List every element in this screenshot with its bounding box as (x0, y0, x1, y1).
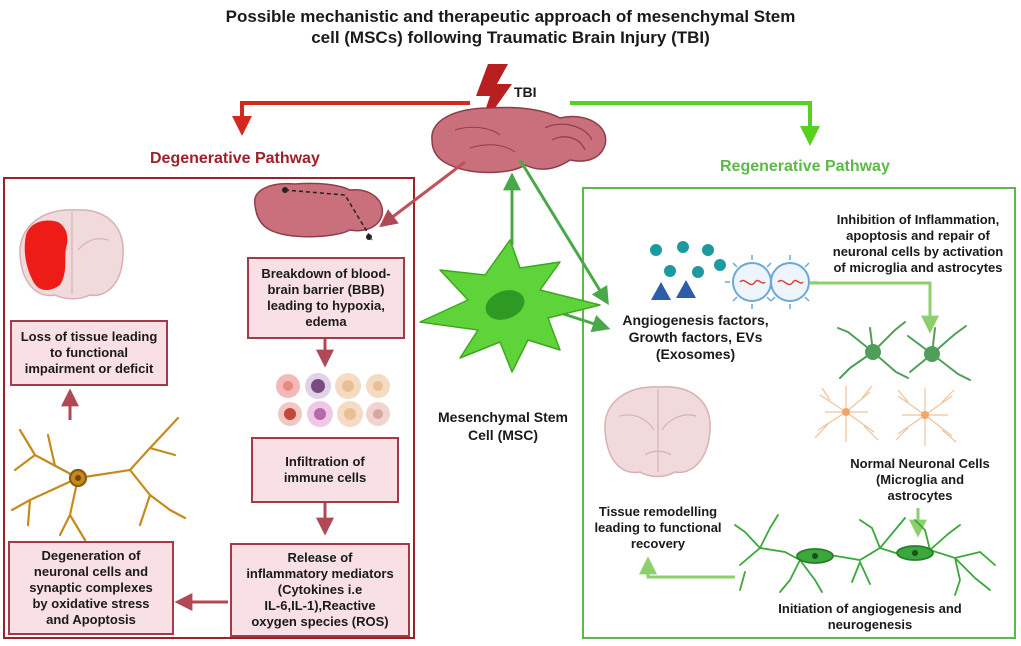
initiation-line-1: Initiation of angiogenesis and (778, 601, 962, 616)
immune-infiltration-box: Infiltration of immune cells (251, 437, 399, 503)
degeneration-line-2: neuronal cells and (33, 564, 149, 579)
mediators-line-1: Release of (287, 550, 353, 565)
immune-cells-icon (276, 373, 390, 427)
title-line-1: Possible mechanistic and therapeutic app… (225, 7, 796, 26)
bbb-line-2: brain barrier (BBB) (267, 282, 385, 297)
bbb-line-1: Breakdown of blood- (261, 266, 391, 281)
astrocyte-icon-1 (814, 385, 879, 442)
astrocyte-icon-2 (895, 388, 957, 446)
degeneration-line-1: Degeneration of (41, 548, 141, 563)
diagram-title: Possible mechanistic and therapeutic app… (0, 6, 1021, 48)
injured-brain-icon (431, 106, 607, 174)
remodel-line-2: leading to functional (594, 520, 722, 535)
arrow-exosomes-to-glia (810, 281, 939, 334)
healthy-brain-icon (604, 386, 711, 478)
mediators-line-4: IL-6,IL-1),Reactive (264, 598, 376, 613)
inhibition-line-1: Inhibition of Inflammation, (836, 212, 1000, 227)
arrow-brain-to-factors (518, 159, 609, 306)
bbb-brain-icon (254, 182, 384, 241)
inhibition-line-4: of microglia and astrocytes (833, 260, 1003, 275)
degeneration-line-5: and Apoptosis (46, 612, 136, 627)
mediators-line-5: oxygen species (ROS) (251, 614, 389, 629)
mediators-line-2: inflammatory mediators (246, 566, 394, 581)
mediators-line-3: (Cytokines i.e (277, 582, 363, 597)
degenerating-neuron-icon (10, 416, 187, 542)
remodel-label: Tissue remodelling leading to functional… (588, 504, 728, 552)
degeneration-line-4: by oxidative stress (32, 596, 150, 611)
msc-line-1: Mesenchymal Stem (438, 409, 568, 425)
bbb-line-3: leading to hypoxia, (267, 298, 385, 313)
arrow-initiation-to-remodel (639, 556, 735, 579)
immune-line-2: immune cells (283, 470, 367, 485)
mediators-box: Release of inflammatory mediators (Cytok… (230, 543, 410, 637)
factors-line-3: (Exosomes) (655, 346, 736, 362)
loss-line-3: impairment or deficit (24, 361, 154, 376)
bbb-line-4: edema (305, 314, 347, 329)
degenerative-frame (3, 177, 415, 639)
msc-label: Mesenchymal Stem Cell (MSC) (418, 408, 588, 444)
msc-line-2: Cell (MSC) (468, 427, 538, 443)
regenerative-heading: Regenerative Pathway (720, 158, 890, 175)
arrow-to-degenerative (232, 101, 470, 136)
immune-line-1: Infiltration of (285, 454, 365, 469)
normal-cells-label: Normal Neuronal Cells (Microglia and ast… (840, 456, 1000, 504)
microglia-icon-1 (837, 321, 909, 379)
msc-cell-icon (419, 239, 601, 373)
microglia-icon-2 (907, 325, 971, 381)
normal-line-2: (Microglia and (875, 472, 965, 487)
normal-line-3: astrocytes (887, 488, 953, 503)
degeneration-line-3: synaptic complexes (29, 580, 153, 595)
remodel-line-1: Tissue remodelling (598, 504, 718, 519)
title-line-2: cell (MSCs) following Traumatic Brain In… (311, 28, 710, 47)
arrow-brain-to-bbb (379, 160, 466, 228)
degenerative-heading: Degenerative Pathway (150, 150, 320, 167)
factors-label: Angiogenesis factors, Growth factors, EV… (608, 312, 783, 363)
inhibition-line-3: neuronal cells by activation (832, 244, 1004, 259)
healthy-neurons-icon (734, 514, 996, 596)
remodel-line-3: recovery (630, 536, 686, 551)
growth-factors-icon (650, 241, 726, 300)
lesion-brain-icon (19, 209, 124, 300)
loss-line-1: Loss of tissue leading (20, 329, 158, 344)
arrow-to-regenerative (570, 101, 820, 146)
degeneration-box: Degeneration of neuronal cells and synap… (8, 541, 174, 635)
exosome-icon-2 (770, 255, 817, 309)
regenerative-frame (582, 187, 1016, 639)
tbi-label: TBI (514, 84, 537, 100)
loss-line-2: to functional (50, 345, 128, 360)
tissue-loss-box: Loss of tissue leading to functional imp… (10, 320, 168, 386)
factors-line-1: Angiogenesis factors, (622, 312, 769, 328)
inhibition-label: Inhibition of Inflammation, apoptosis an… (818, 212, 1018, 276)
normal-line-1: Normal Neuronal Cells (850, 456, 990, 471)
bbb-breakdown-box: Breakdown of blood- brain barrier (BBB) … (247, 257, 405, 339)
inhibition-line-2: apoptosis and repair of (846, 228, 990, 243)
factors-line-2: Growth factors, EVs (628, 329, 763, 345)
initiation-label: Initiation of angiogenesis and neurogene… (770, 601, 970, 633)
initiation-line-2: neurogenesis (827, 617, 913, 632)
